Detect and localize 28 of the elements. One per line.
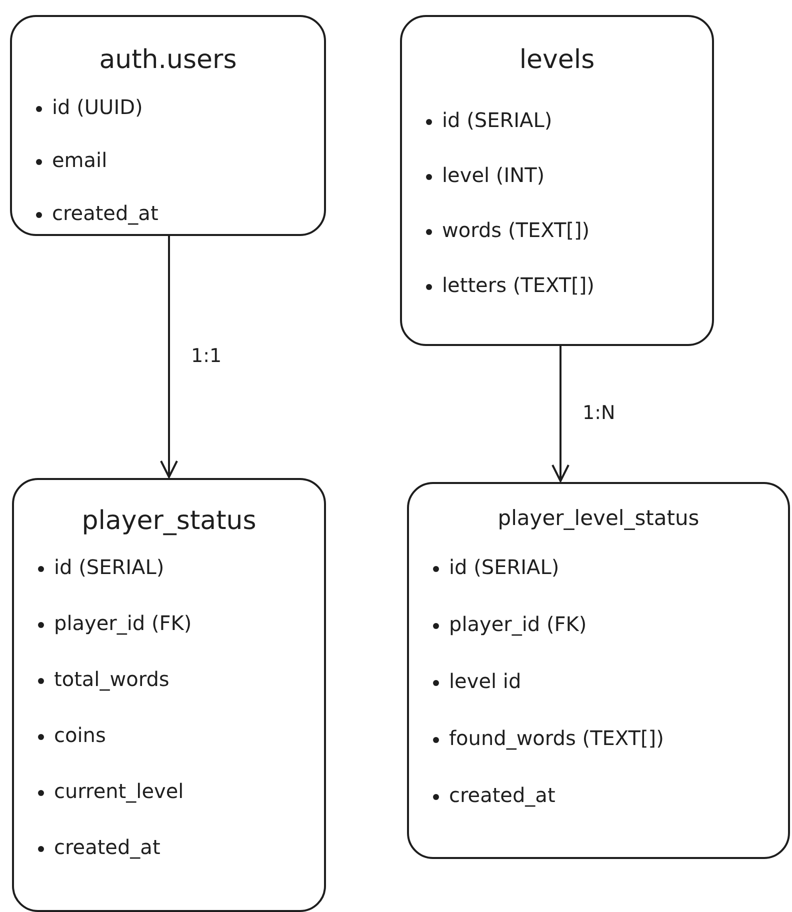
column-field: email [36, 148, 108, 172]
column-field: coins [38, 723, 106, 747]
table-name: auth.users [98, 45, 238, 76]
table-name: player_status [80, 506, 258, 538]
table-box [407, 482, 790, 859]
column-field: level (INT) [426, 163, 545, 187]
column-field: created_at [38, 835, 160, 859]
column-field: found_words (TEXT[]) [433, 726, 664, 750]
table-box [10, 15, 326, 236]
column-field: id (UUID) [36, 95, 143, 119]
column-field: level id [433, 669, 522, 693]
column-field: current_level [38, 779, 184, 803]
table-name: player_level_status [496, 506, 700, 532]
column-field: id (SERIAL) [433, 555, 560, 579]
column-field: created_at [36, 201, 158, 225]
table-name: levels [518, 45, 596, 76]
column-field: words (TEXT[]) [426, 218, 590, 242]
arrow [552, 346, 570, 482]
column-field: player_id (FK) [433, 612, 587, 636]
column-field: created_at [433, 783, 556, 807]
column-field: total_words [38, 667, 170, 691]
table-box [12, 478, 326, 912]
column-field: player_id (FK) [38, 611, 192, 635]
column-field: id (SERIAL) [426, 108, 552, 132]
arrow [160, 236, 178, 478]
table-box [400, 15, 714, 346]
column-field: id (SERIAL) [38, 555, 164, 579]
column-field: letters (TEXT[]) [426, 273, 594, 297]
